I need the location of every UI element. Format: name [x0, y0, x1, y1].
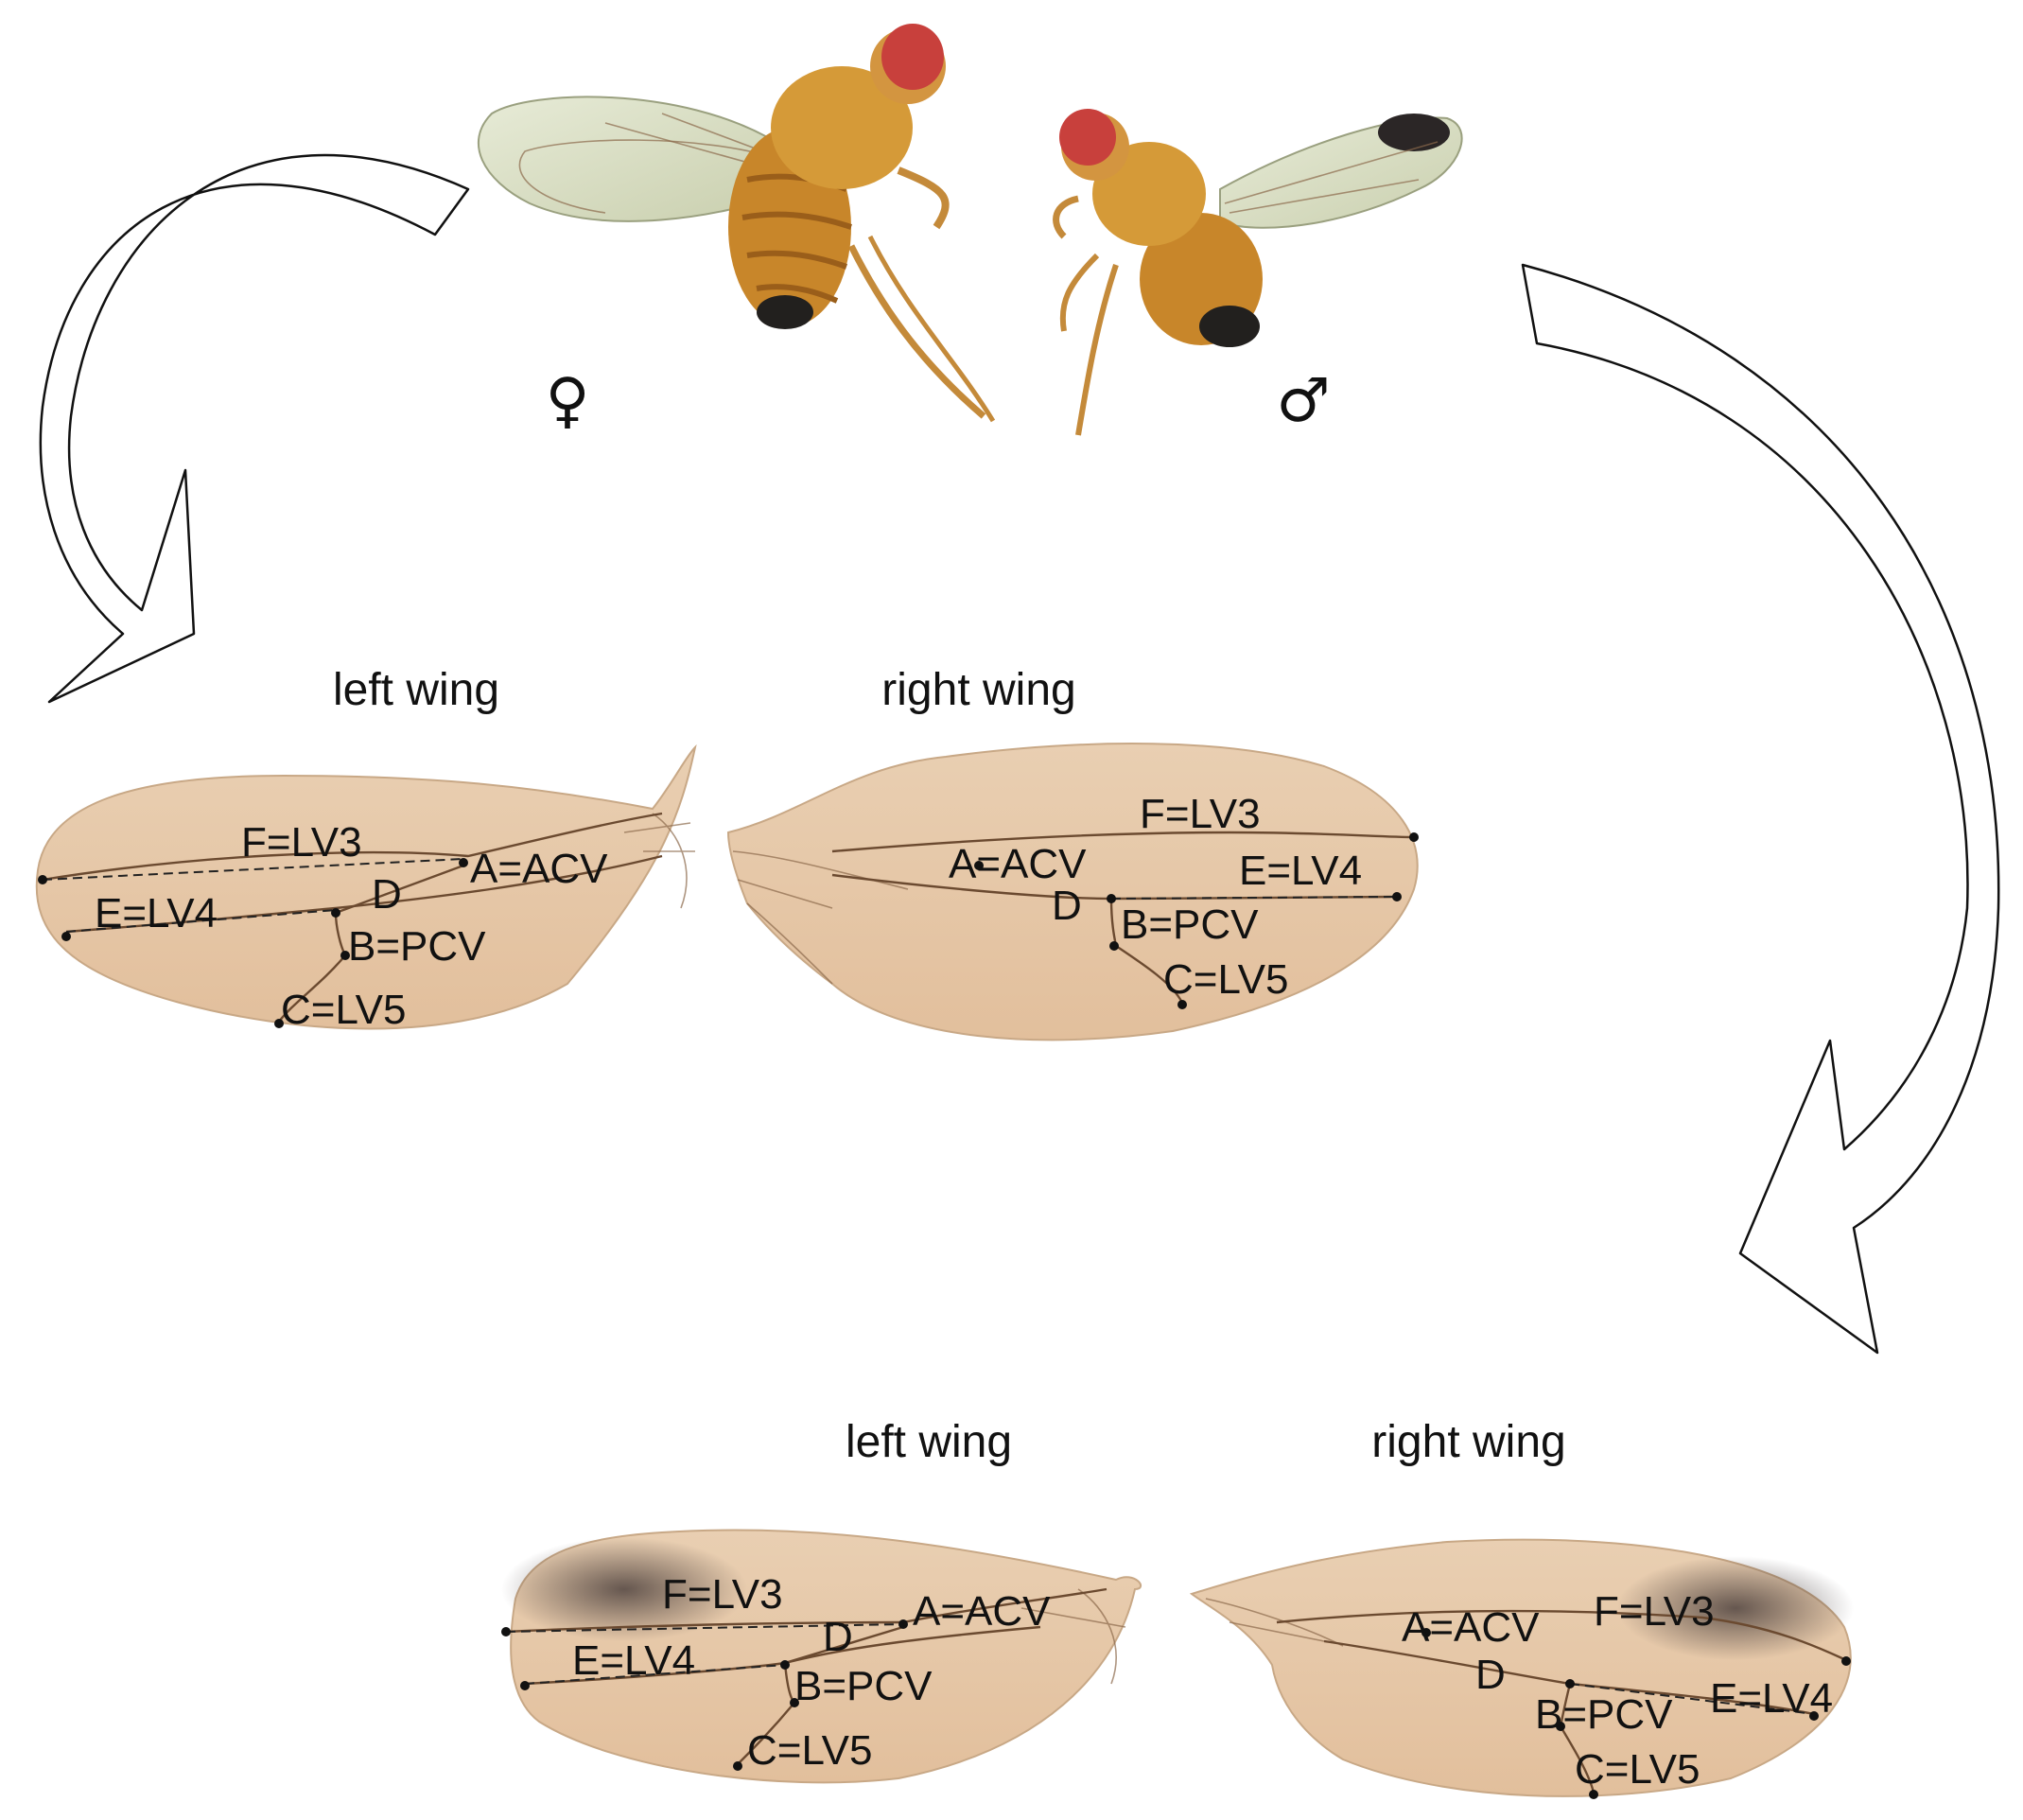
male-left-label-d: D — [823, 1614, 853, 1660]
male-right-label-e: E=LV4 — [1710, 1675, 1833, 1722]
male-right-label-d: D — [1475, 1652, 1506, 1698]
male-left-label-e: E=LV4 — [572, 1637, 695, 1684]
female-left-wing-caption: left wing — [333, 665, 499, 715]
male-left-label-b: B=PCV — [794, 1663, 933, 1709]
female-left-label-b: B=PCV — [348, 923, 486, 970]
male-left-label-c: C=LV5 — [747, 1727, 873, 1774]
female-right-label-e: E=LV4 — [1239, 848, 1362, 894]
male-left-wing-caption: left wing — [846, 1417, 1012, 1467]
female-left-label-e: E=LV4 — [95, 890, 218, 936]
male-right-wing: F=LV3 E=LV4 D A=ACV B=PCV C=LV5 — [1189, 1538, 1854, 1799]
female-right-label-b: B=PCV — [1121, 901, 1259, 948]
male-left-wing: F=LV3 E=LV4 D A=ACV B=PCV C=LV5 — [501, 1529, 1142, 1784]
female-right-label-c: C=LV5 — [1163, 956, 1289, 1003]
arrow-female-to-wings — [39, 153, 470, 704]
male-left-label-a: A=ACV — [913, 1588, 1051, 1635]
female-right-label-a: A=ACV — [949, 841, 1087, 887]
male-right-label-b: B=PCV — [1535, 1691, 1673, 1738]
male-right-label-f: F=LV3 — [1594, 1588, 1715, 1635]
female-right-wing: F=LV3 E=LV4 D A=ACV B=PCV C=LV5 — [726, 743, 1419, 1041]
female-left-wing: F=LV3 E=LV4 D A=ACV B=PCV C=LV5 — [35, 744, 697, 1033]
female-right-label-d: D — [1052, 883, 1082, 929]
female-symbol: ♀ — [546, 366, 590, 436]
male-right-label-c: C=LV5 — [1575, 1746, 1700, 1793]
female-left-label-f: F=LV3 — [241, 819, 362, 866]
female-left-label-c: C=LV5 — [281, 987, 407, 1033]
male-right-wing-caption: right wing — [1371, 1417, 1565, 1467]
female-fly-illustration — [477, 24, 996, 423]
arrow-male-to-wings — [1521, 263, 2000, 1355]
female-right-label-f: F=LV3 — [1140, 791, 1261, 837]
female-left-label-d: D — [372, 871, 402, 918]
male-symbol: ♂ — [1276, 366, 1330, 436]
female-left-label-a: A=ACV — [470, 846, 608, 892]
male-right-label-a: A=ACV — [1402, 1604, 1540, 1651]
female-right-wing-caption: right wing — [881, 665, 1075, 715]
male-fly-illustration — [1053, 109, 1463, 436]
male-left-label-f: F=LV3 — [662, 1571, 783, 1618]
